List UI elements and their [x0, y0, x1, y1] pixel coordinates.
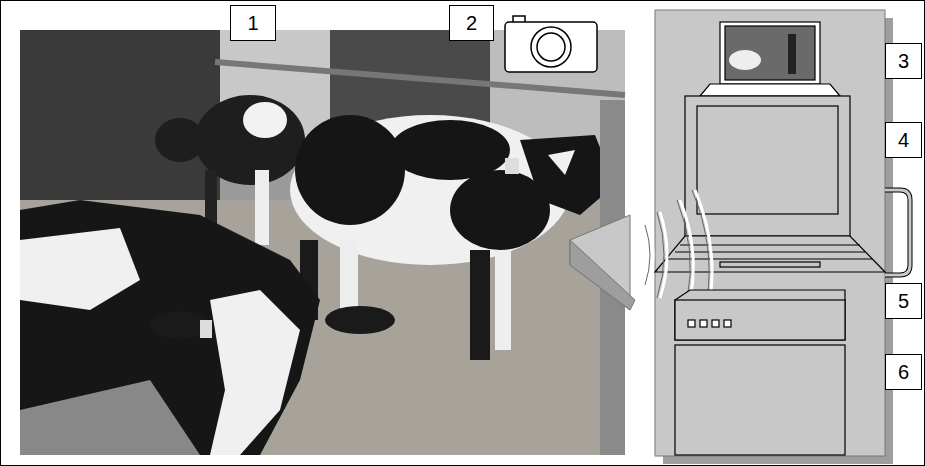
- callout-number: 2: [449, 5, 494, 41]
- callout-number: 4: [885, 122, 922, 158]
- callout-number: 3: [885, 43, 922, 79]
- speaker-icon: [570, 215, 635, 310]
- callout-number: 1: [230, 5, 276, 41]
- equipment-panel: [655, 10, 885, 456]
- callout-number: 5: [885, 283, 922, 319]
- wireless-router: [675, 290, 845, 340]
- camera-icon: [505, 16, 597, 72]
- computer-unit: [675, 345, 845, 455]
- wireless-waves-outline: [645, 190, 709, 300]
- callout-number: 6: [885, 354, 922, 390]
- small-laptop: [700, 22, 840, 96]
- cow-photo: [20, 30, 625, 455]
- wireless-waves: [648, 190, 712, 300]
